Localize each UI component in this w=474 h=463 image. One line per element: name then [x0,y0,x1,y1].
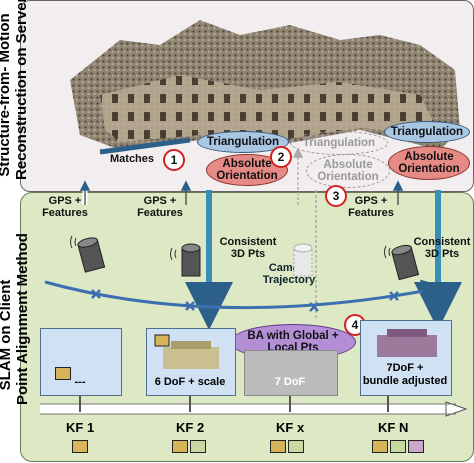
keyframe-panel-2 [146,328,236,396]
triangulation-node-2: Triangulation [384,121,470,143]
keyframe-label-x: KF x [276,420,305,435]
keyframe-caption-n: 7DoF +bundle adjusted [362,362,448,387]
image-thumbnail [390,440,406,453]
keyframe-caption-2: 6 DoF + scale [154,376,226,388]
camera-icon [384,244,420,281]
keyframe-label-1: KF 1 [66,420,95,435]
image-thumbnail [372,440,388,453]
camera-icon-ghost [293,243,313,277]
step-badge-2: 2 [270,146,292,168]
image-thumbnail [288,440,304,453]
image-thumbnail [190,440,206,453]
gps-features-label-3: GPS +Features [348,195,394,219]
keyframe-caption-x: 7 DoF [274,376,306,388]
gps-features-label-2: GPS +Features [137,195,183,219]
matches-arrow [99,137,191,155]
step-badge-3: 3 [325,185,347,207]
keyframe-panel-1 [40,328,122,396]
point-cloud-building [70,20,460,150]
camera-icon [170,243,201,277]
image-thumbnail [270,440,286,453]
camera-icon [70,235,106,273]
step-badge-1: 1 [163,149,185,171]
image-thumbnail [72,440,88,453]
image-thumbnail [172,440,188,453]
keyframe-label-n: KF N [378,420,409,435]
image-thumbnail [408,440,424,453]
gps-features-label-1: GPS +Features [42,195,88,219]
camera-trajectory-line [44,279,446,310]
building-thumbnail [377,329,437,357]
building-thumbnail [154,334,219,369]
keyframe-label-2: KF 2 [176,420,205,435]
image-thumbnail [55,367,71,380]
matches-label: Matches [110,153,155,165]
keyframe-caption-1: --- [74,376,86,388]
trajectory-marks [91,289,399,312]
triangulation-node-1: Triangulation [197,131,289,153]
keyframe-panel-n [360,320,452,396]
keyframe-panel-x [244,350,338,396]
triangulation-node-ghost: Triangulation [290,131,388,155]
